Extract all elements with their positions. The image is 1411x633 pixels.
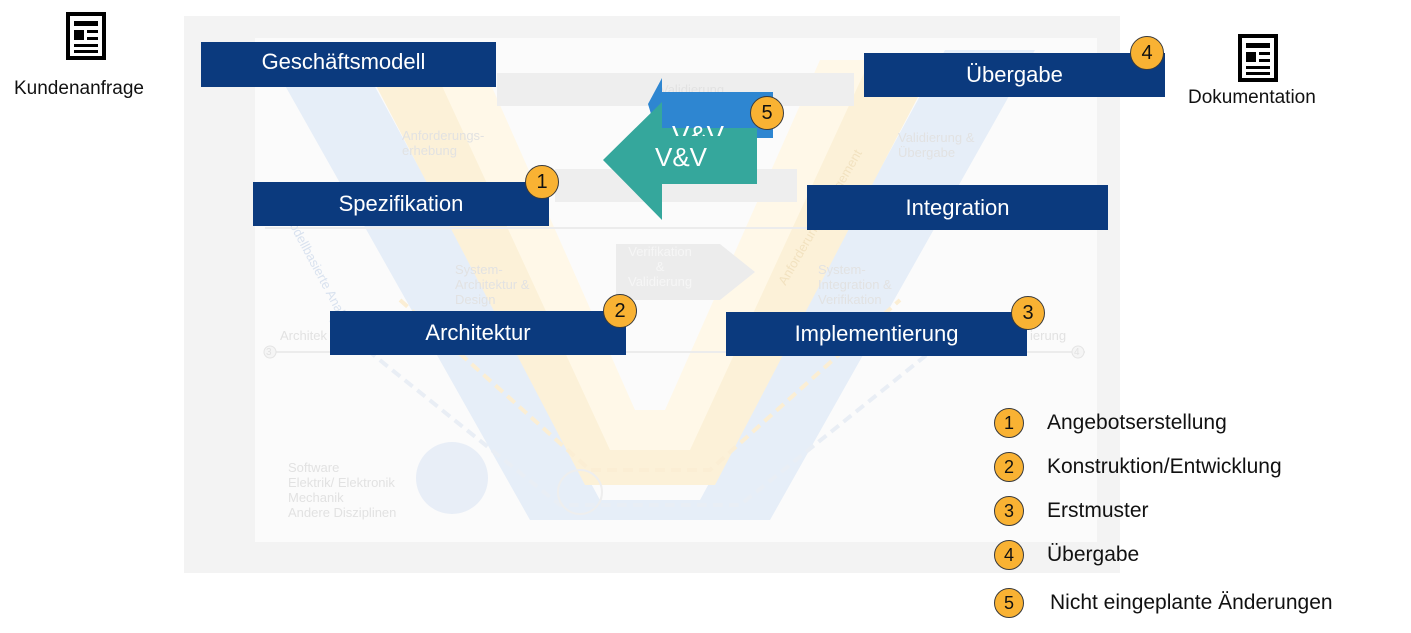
faint-text-validierung-uebergabe: Validierung & Übergabe [898, 130, 975, 160]
box-spezifikation: Spezifikation [253, 182, 549, 226]
legend-label-2: Konstruktion/Entwicklung [1047, 455, 1282, 478]
left-caption: Kundenanfrage [14, 78, 144, 99]
box-uebergabe-label: Übergabe [966, 62, 1063, 87]
faint-text-architektur: Architek [280, 328, 327, 343]
faint-text-disziplinen: Software Elektrik/ Elektronik Mechanik A… [288, 460, 397, 520]
right-caption: Dokumentation [1188, 87, 1316, 108]
box-integration: Integration [807, 185, 1108, 230]
badge-4: 4 [1130, 36, 1164, 70]
legend-badge-1: 1 [994, 408, 1024, 438]
faint-text-anforderungserhebung: Anforderungs- erhebung [402, 128, 485, 158]
vv-front-label: V&V [655, 142, 708, 172]
badge-2: 2 [603, 294, 637, 328]
legend-label-1: Angebotserstellung [1047, 411, 1227, 434]
faint-text-verifikation: Verifikation & Validierung [628, 244, 693, 289]
vv-front-arrow [603, 102, 757, 220]
faint-text-ierung: ierung [1030, 328, 1067, 343]
faint-text-system-integration: System- Integration & Verifikation [818, 262, 892, 307]
legend-label-5: Nicht eingeplante Änderungen [1050, 591, 1333, 614]
box-implementierung: Implementierung [726, 312, 1027, 356]
document-icon [66, 12, 106, 60]
box-geschaeftsmodell: Geschäftsmodell [201, 42, 496, 87]
badge-5: 5 [750, 96, 784, 130]
vv-back-label: V&V [672, 122, 762, 136]
box-uebergabe: Übergabe [864, 53, 1165, 97]
box-geschaeftsmodell-label: Geschäftsmodell [261, 48, 426, 74]
box-integration-label: Integration [905, 194, 1010, 220]
document-icon [1238, 34, 1278, 82]
legend-badge-2: 2 [994, 452, 1024, 482]
legend-label-3: Erstmuster [1047, 499, 1149, 522]
legend-label-4: Übergabe [1047, 543, 1140, 566]
box-architektur-label: Architektur [425, 320, 531, 345]
faint-text-system-architektur: System- Architektur & Design [455, 262, 530, 307]
box-spezifikation-label: Spezifikation [338, 191, 464, 216]
box-implementierung-label: Implementierung [794, 321, 959, 346]
faint-number-4: 4 [1074, 347, 1080, 358]
legend-badge-3: 3 [994, 496, 1024, 526]
badge-1: 1 [525, 165, 559, 199]
badge-3: 3 [1011, 296, 1045, 330]
faint-number-3: 3 [266, 347, 272, 358]
box-architektur: Architektur [330, 311, 626, 355]
legend-badge-5: 5 [994, 588, 1024, 618]
legend-badge-4: 4 [994, 540, 1024, 570]
